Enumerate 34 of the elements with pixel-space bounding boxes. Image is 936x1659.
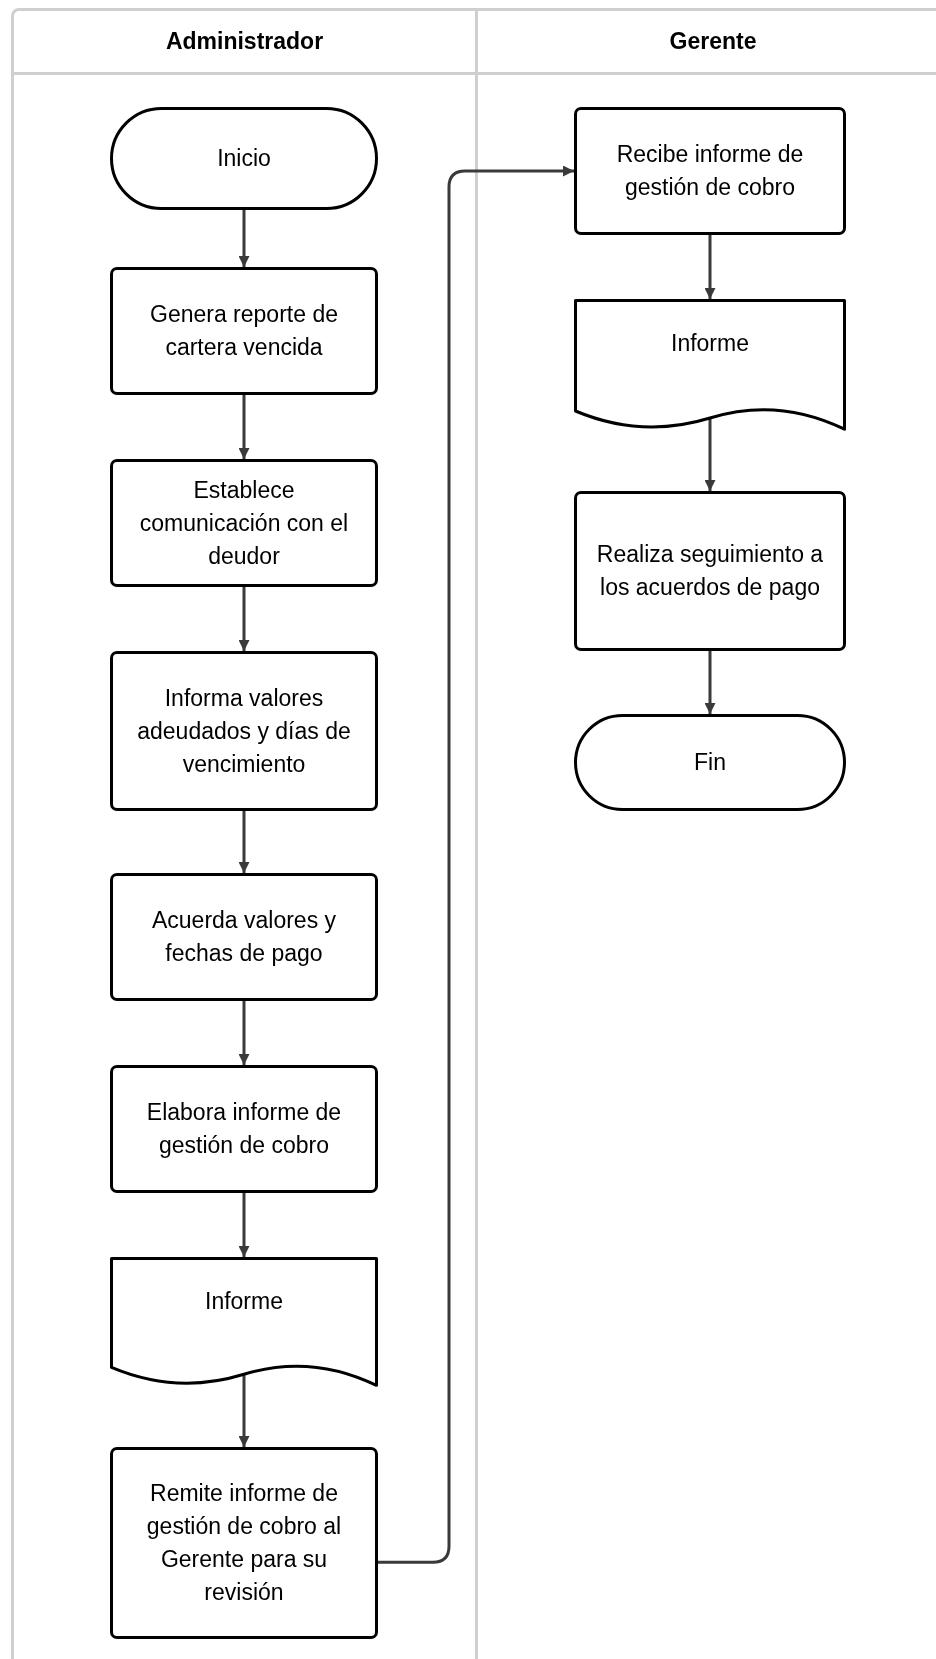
arrow [238, 811, 250, 873]
step-label: Remite informe de gestión de cobro al Gerente para su revisión [145, 1479, 343, 1607]
step-label: Genera reporte de cartera vencida [149, 300, 339, 362]
arrow [238, 210, 250, 267]
step-label: Inicio [216, 144, 272, 173]
step-label: Recibe informe de gestión de cobro [615, 140, 805, 202]
arrow [238, 587, 250, 651]
lane-header: Gerente [478, 11, 936, 75]
swimlane [11, 8, 478, 1659]
process-box [110, 1447, 378, 1639]
arrow [238, 1193, 250, 1257]
step-label: Realiza seguimiento a los acuerdos de pago [595, 540, 825, 602]
process-box [110, 459, 378, 587]
step-label: Fin [693, 748, 727, 777]
step-label: Acuerda valores y fechas de pago [150, 906, 338, 968]
process-box [110, 651, 378, 811]
step-label: Informa valores adeudados y días de vencimiento [136, 683, 352, 779]
arrow [238, 1374, 250, 1447]
step-label: Establece comunicación con el deudor [138, 475, 350, 571]
arrow [704, 418, 716, 491]
process-box [574, 491, 846, 651]
process-box [574, 107, 846, 235]
arrow [378, 165, 574, 1564]
step-label: Informe [670, 329, 750, 358]
step-label: Informe [204, 1286, 284, 1316]
arrow [704, 235, 716, 299]
process-box [110, 1065, 378, 1193]
step-label: Elabora informe de gestión de cobro [145, 1098, 343, 1160]
lane-header: Administrador [14, 11, 475, 75]
arrow [238, 1001, 250, 1065]
arrow [238, 395, 250, 459]
process-box [110, 873, 378, 1001]
process-box [110, 267, 378, 395]
arrow [704, 651, 716, 714]
